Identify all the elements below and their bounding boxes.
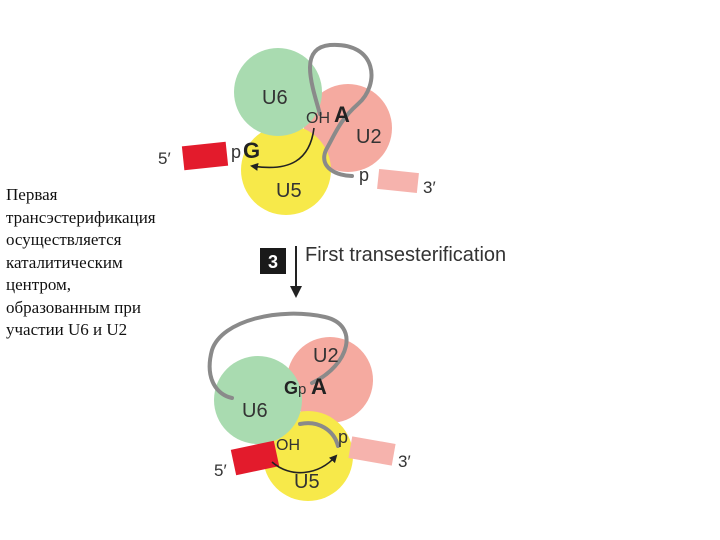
u2-circle	[287, 337, 373, 423]
pg-g-label: G	[243, 138, 260, 163]
caption-line: осуществляется	[6, 230, 122, 249]
step-number: 3	[268, 252, 278, 272]
gp-p-label: p	[298, 381, 306, 398]
intron-loop	[308, 42, 374, 178]
step-header: 3 First transesterification	[260, 244, 506, 298]
attack-arrow	[271, 454, 338, 474]
oh-label: OH	[306, 110, 330, 127]
caption-line: образованным при	[6, 297, 141, 317]
five-prime-label: 5′	[158, 149, 171, 168]
caption: Первая трансэстерификация осуществляется…	[6, 184, 196, 342]
caption-line: каталитическим	[6, 252, 123, 272]
intron-tail	[298, 421, 340, 448]
caption-line: трансэстерификация	[6, 207, 156, 227]
branch-a-label: A	[311, 374, 327, 399]
exon-3prime	[348, 436, 396, 466]
branch-a-label: A	[334, 102, 350, 127]
step-badge	[260, 248, 286, 274]
three-prime-label: 3′	[423, 178, 436, 197]
attack-arrow	[250, 127, 315, 171]
u5-label: U5	[294, 471, 320, 493]
u6-label: U6	[262, 87, 288, 109]
p-label: p	[338, 427, 348, 447]
u6-circle	[214, 356, 302, 444]
exon-3prime	[377, 168, 419, 194]
pg-p-label: p	[231, 142, 241, 162]
caption-line: Первая	[6, 185, 58, 204]
p-label: p	[359, 165, 369, 185]
u2-label: U2	[356, 126, 382, 148]
lariat-loop	[207, 311, 349, 400]
gp-g-label: G	[284, 378, 298, 398]
caption-line: участии U6 и U2	[6, 320, 128, 339]
step-title: First transesterification	[305, 244, 506, 266]
exon-5prime	[230, 440, 280, 476]
three-prime-label: 3′	[398, 452, 411, 471]
caption-line: центром,	[6, 275, 72, 294]
five-prime-label: 5′	[214, 461, 227, 480]
oh-label: OH	[276, 437, 300, 454]
exon-5prime	[181, 141, 229, 171]
u6-circle	[234, 48, 322, 136]
top-panel: U6 U2 U5 OH A p G 5′ 3′ p	[158, 42, 436, 215]
u5-label: U5	[276, 180, 302, 202]
step-arrowhead	[290, 286, 302, 298]
bottom-panel: U2 U6 U5 G p A OH p 5′ 3′	[207, 311, 411, 501]
u6-label: U6	[242, 400, 268, 422]
u2-label: U2	[313, 345, 339, 367]
